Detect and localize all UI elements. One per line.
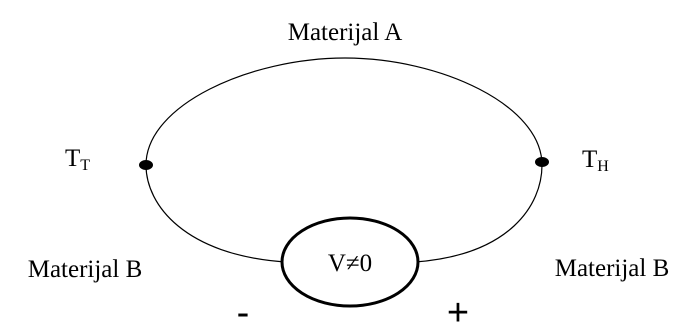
voltmeter-label: V≠0 xyxy=(328,250,372,277)
material-b-left-label: Materijal B xyxy=(28,256,143,283)
hot-junction-dot xyxy=(535,157,549,167)
voltmeter-circle xyxy=(280,216,420,308)
material-b-right-label: Materijal B xyxy=(555,255,670,282)
material-b-left-wire xyxy=(145,164,286,263)
cold-junction-subscript: T xyxy=(80,157,90,174)
material-a-label: Materijal A xyxy=(288,19,403,46)
hot-junction-temp-symbol: T xyxy=(582,146,597,173)
material-a-wire xyxy=(145,57,543,166)
minus-sign: - xyxy=(237,292,250,329)
cold-junction-dot xyxy=(139,160,153,170)
hot-junction-label: TH xyxy=(582,146,609,175)
cold-junction-temp-symbol: T xyxy=(65,145,80,172)
cold-junction-label: TT xyxy=(65,145,90,174)
material-b-right-wire xyxy=(414,164,543,263)
plus-sign: + xyxy=(447,292,469,329)
hot-junction-subscript: H xyxy=(597,158,609,175)
